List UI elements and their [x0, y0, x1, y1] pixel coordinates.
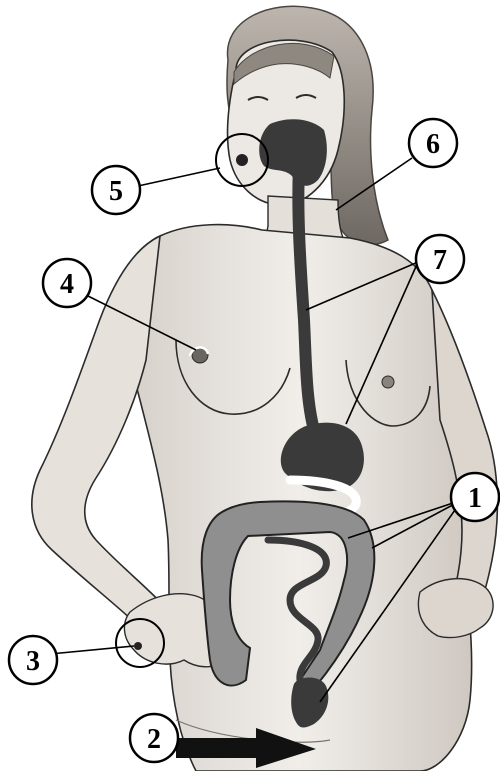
callout-5-label: 5: [109, 176, 123, 207]
leader-5: [138, 168, 220, 186]
callout-6: 6: [409, 119, 457, 167]
callout-7: 7: [416, 235, 464, 283]
callout-1-label: 1: [468, 483, 482, 514]
callout-2-label: 2: [147, 724, 161, 755]
callout-6-label: 6: [426, 129, 440, 160]
callout-1: 1: [451, 473, 499, 521]
callout-2: 2: [130, 714, 178, 762]
nipple: [382, 376, 394, 388]
palm-dot: [134, 642, 142, 650]
callout-7-label: 7: [433, 245, 447, 276]
callout-3: 3: [9, 636, 57, 684]
mouth-dot: [236, 154, 248, 166]
callout-5: 5: [92, 166, 140, 214]
callout-4-label: 4: [60, 269, 74, 300]
callout-3-label: 3: [26, 646, 40, 677]
right-hand: [418, 579, 493, 638]
callout-4: 4: [43, 259, 91, 307]
leader-3: [50, 646, 134, 654]
